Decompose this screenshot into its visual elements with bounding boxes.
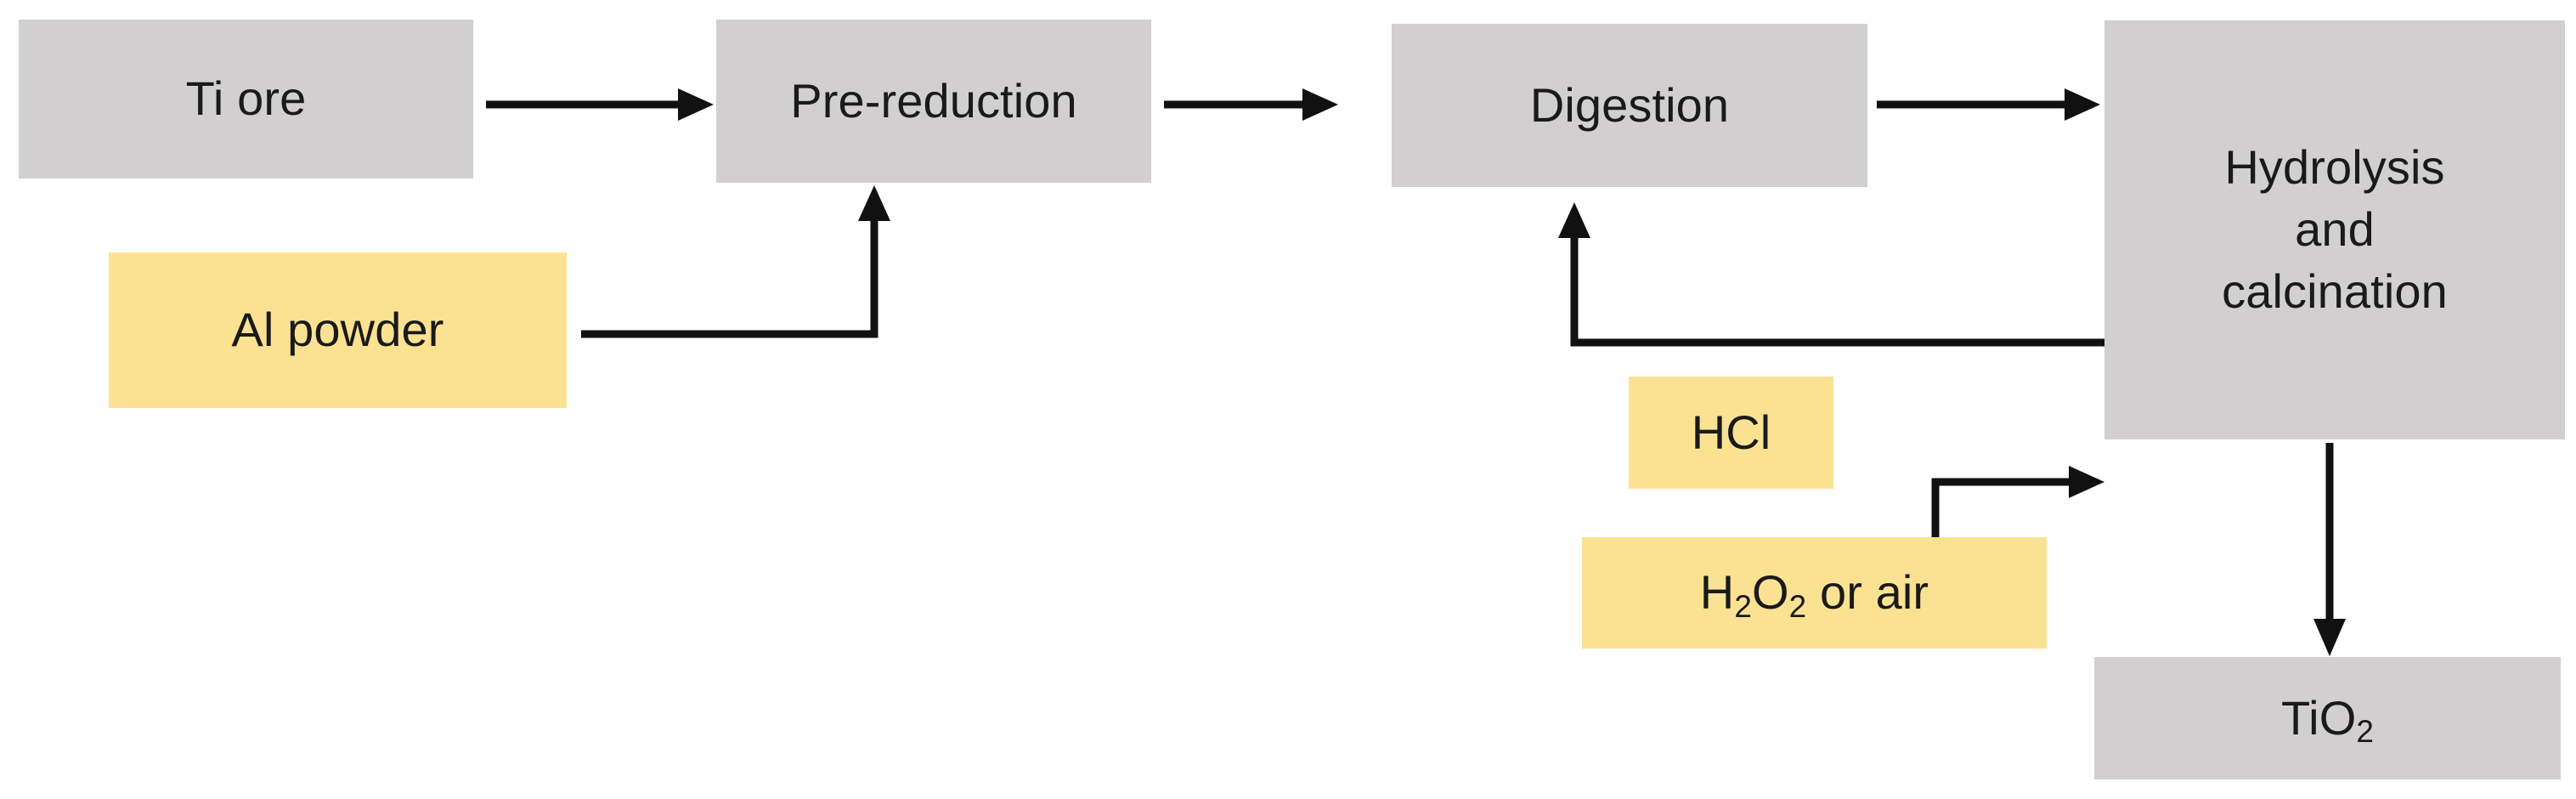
node-pre-reduction[interactable]: Pre-reduction (716, 20, 1151, 183)
node-digestion-label: Digestion (1529, 77, 1730, 132)
node-hydrolysis-and-calcination[interactable]: Hydrolysis and calcination (2104, 20, 2565, 439)
connector-al-powder-to-pre-reduction (581, 185, 890, 338)
connector-hydrolysis-recycle-to-digestion (1558, 202, 2104, 347)
node-ti-ore-label: Ti ore (185, 71, 307, 126)
node-tio2[interactable]: TiO2 (2094, 657, 2561, 779)
connector-digestion-to-hydrolysis (1877, 88, 2100, 121)
node-al-powder-label: Al powder (231, 303, 444, 357)
node-al-powder[interactable]: Al powder (109, 252, 567, 408)
connector-pre-reduction-to-digestion (1164, 88, 1338, 121)
node-hydrolysis-and-calcination-label: Hydrolysis and calcination (2222, 140, 2448, 318)
node-pre-reduction-label: Pre-reduction (790, 73, 1077, 128)
node-tio2-label: TiO2 (2280, 690, 2375, 750)
connector-ti-ore-to-pre-reduction (486, 88, 714, 121)
node-h2o2-or-air[interactable]: H2O2 or air (1582, 537, 2047, 649)
connector-h2o2-to-hydrolysis (1931, 466, 2104, 537)
node-digestion[interactable]: Digestion (1392, 24, 1867, 187)
node-h2o2-or-air-label: H2O2 or air (1699, 565, 1929, 624)
node-hcl[interactable]: HCl (1629, 377, 1833, 489)
connector-hydrolysis-to-tio2 (2313, 443, 2346, 656)
node-hcl-label: HCl (1691, 405, 1771, 459)
node-ti-ore[interactable]: Ti ore (19, 20, 473, 178)
